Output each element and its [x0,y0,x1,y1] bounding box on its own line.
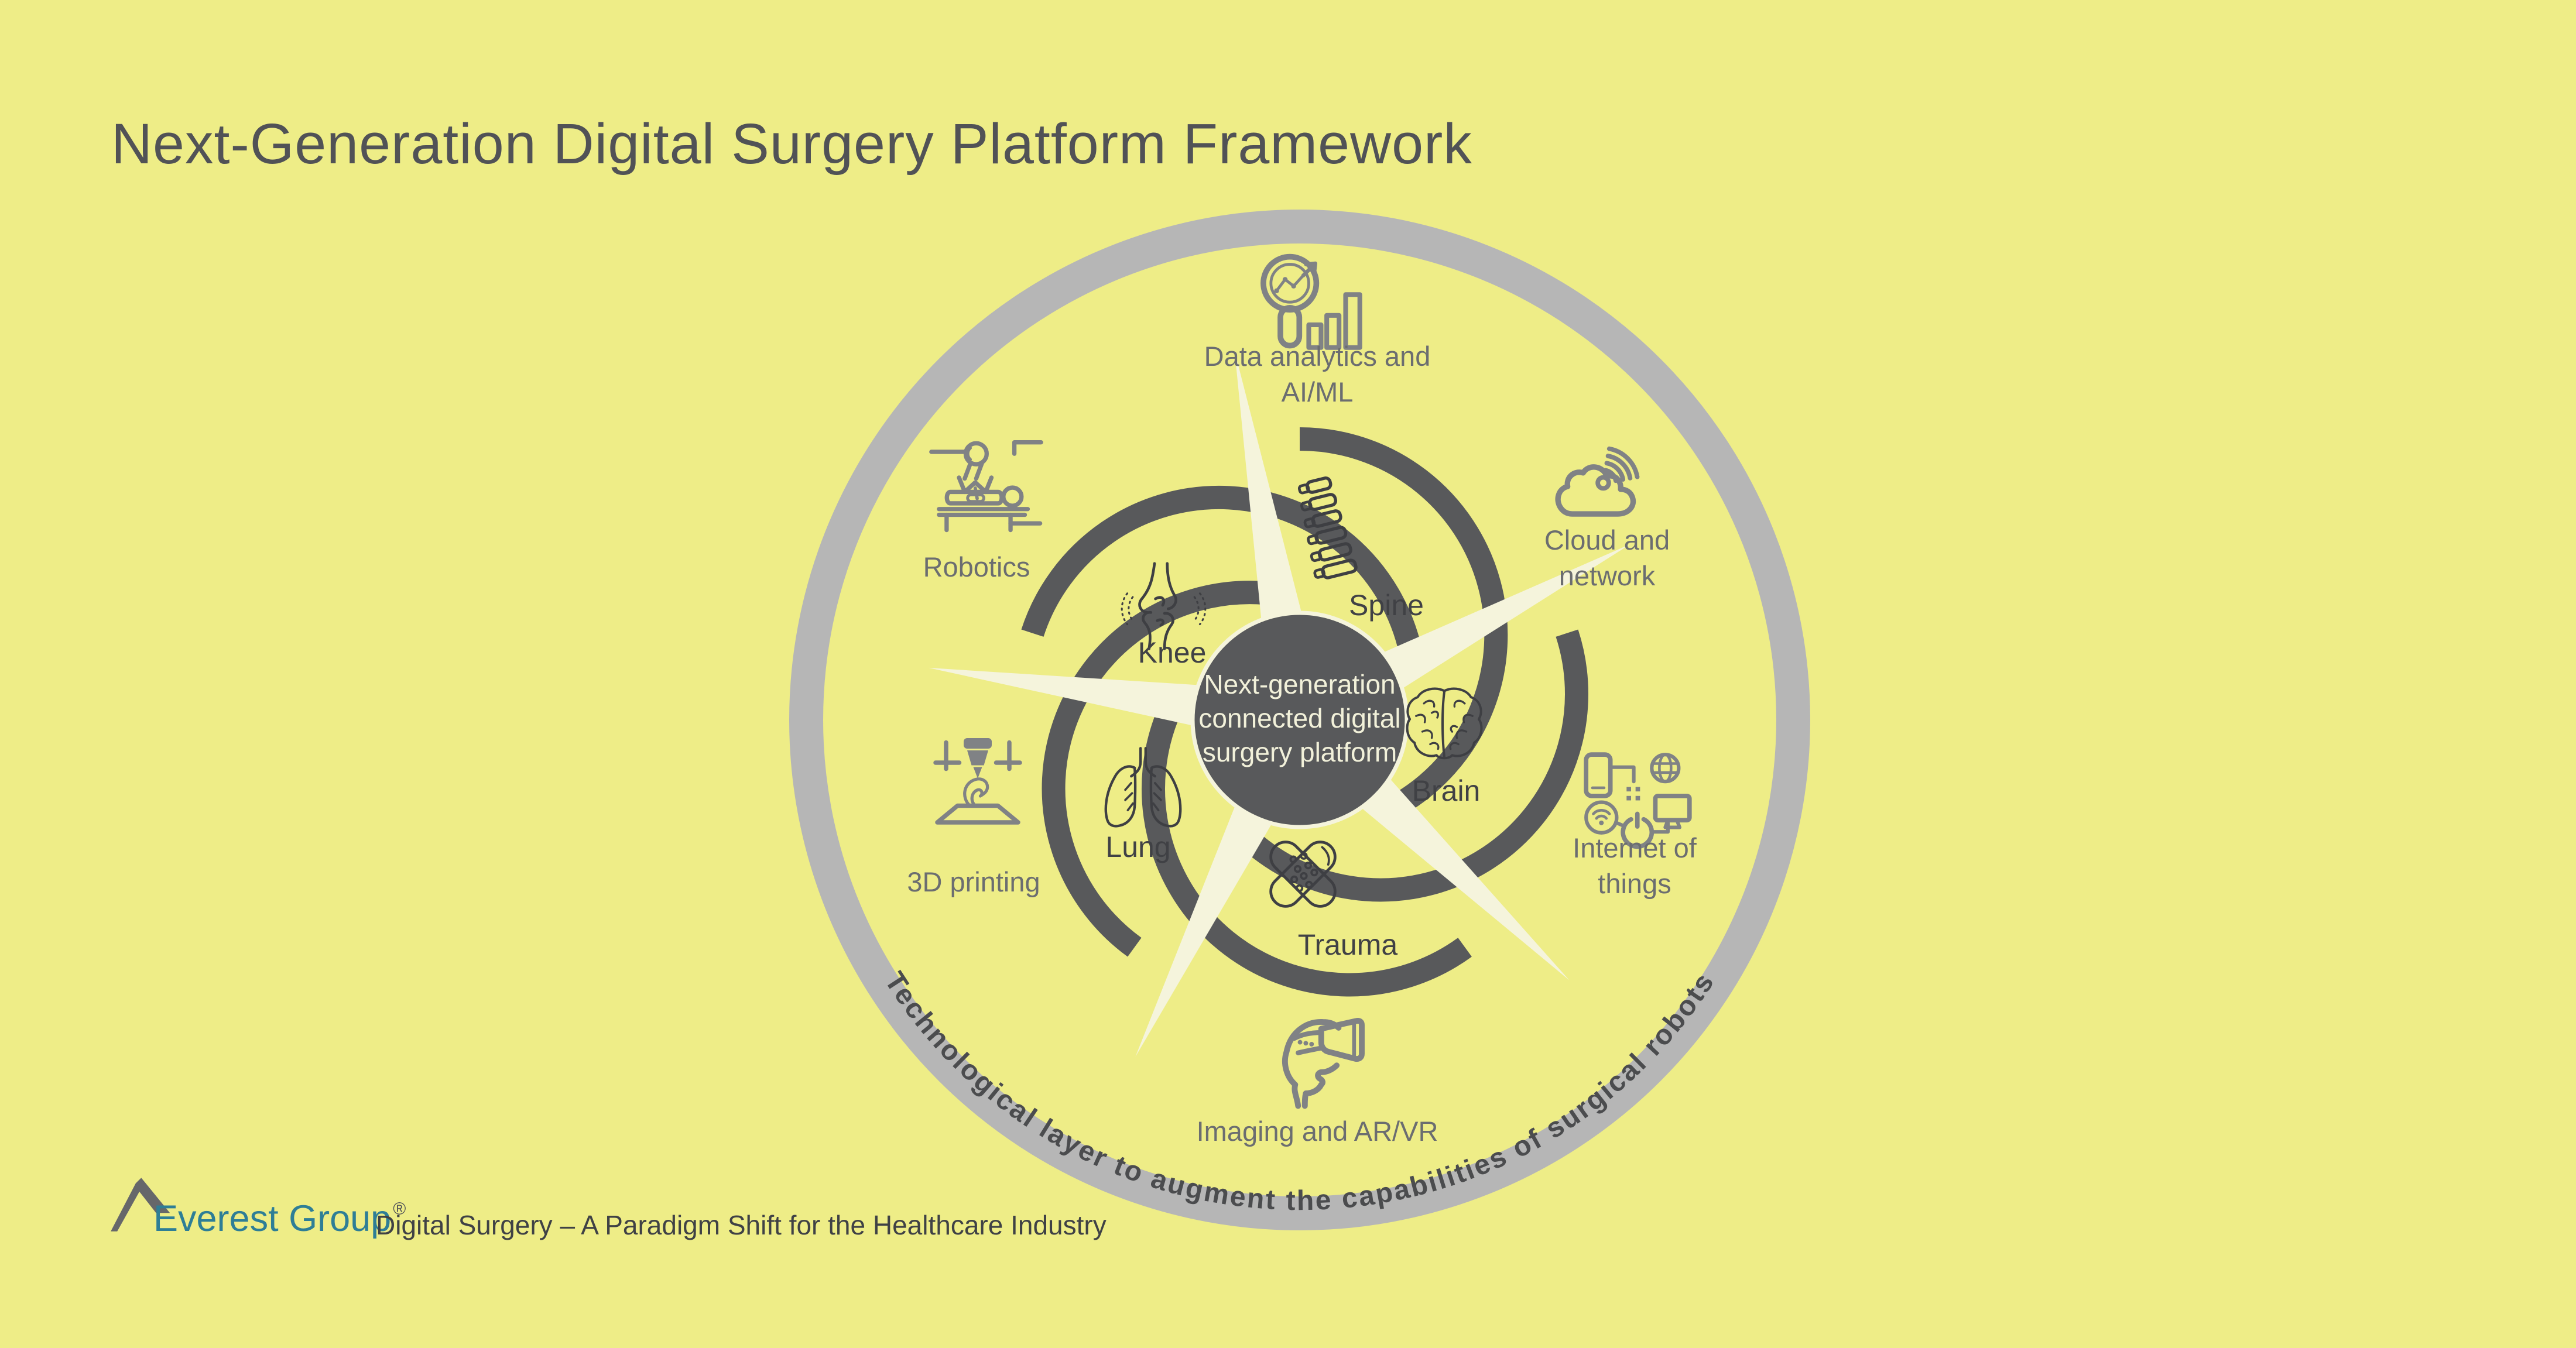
svg-text:connected digital: connected digital [1198,703,1400,733]
lung-icon [1104,747,1182,828]
label-trauma: Trauma [1297,928,1398,961]
iot-icon [1584,752,1692,849]
mountain-icon [111,1178,170,1232]
brain-icon [1406,687,1483,760]
label-cloud-network: Cloud and network [1544,524,1670,591]
label-iot: Internet of things [1573,832,1697,899]
center-hub [1190,610,1409,829]
label-robotics: Robotics [923,551,1030,582]
svg-text:Next-generation: Next-generation [1204,669,1395,699]
robotics-icon [929,440,1043,533]
ray [1135,797,1277,1057]
label-spine: Spine [1349,589,1424,622]
ray [1375,544,1631,694]
ray [1234,351,1304,629]
registered-mark: ® [393,1199,406,1219]
ray [929,667,1207,728]
pinwheel-blades [1021,427,1588,997]
everest-group-brand: Everest Group® [153,1198,406,1239]
label-lung: Lung [1105,831,1171,863]
imaging-arvr-icon [1282,1018,1365,1109]
label-3d-printing: 3D printing [907,866,1040,897]
everest-group-logo-icon [111,1178,170,1232]
separator-rays [929,351,1631,1057]
3d-printing-icon [933,738,1022,825]
blade-lung [1042,581,1272,957]
label-brain: Brain [1412,774,1481,807]
outer-ring [789,210,1810,1230]
blade-knee [1021,485,1423,656]
trauma-icon [1269,841,1337,908]
knee-icon [1121,562,1207,650]
page-title: Next-Generation Digital Surgery Platform… [111,112,1472,176]
label-imaging-arvr: Imaging and AR/VR [1196,1116,1438,1147]
blade-spine [1299,427,1508,815]
label-data-analytics: Data analytics and AI/ML [1204,341,1431,407]
ray [1354,771,1570,980]
cloud-network-icon [1555,446,1640,517]
center-hub-label: Next-generation connected digital surger… [1198,669,1400,767]
spine-icon [1297,476,1358,579]
blade-trauma [1142,704,1472,997]
label-knee: Knee [1138,636,1207,669]
data-analytics-icon [1260,253,1362,350]
svg-text:surgery platform: surgery platform [1203,737,1397,767]
footer-caption: Digital Surgery – A Paradigm Shift for t… [376,1210,1107,1240]
